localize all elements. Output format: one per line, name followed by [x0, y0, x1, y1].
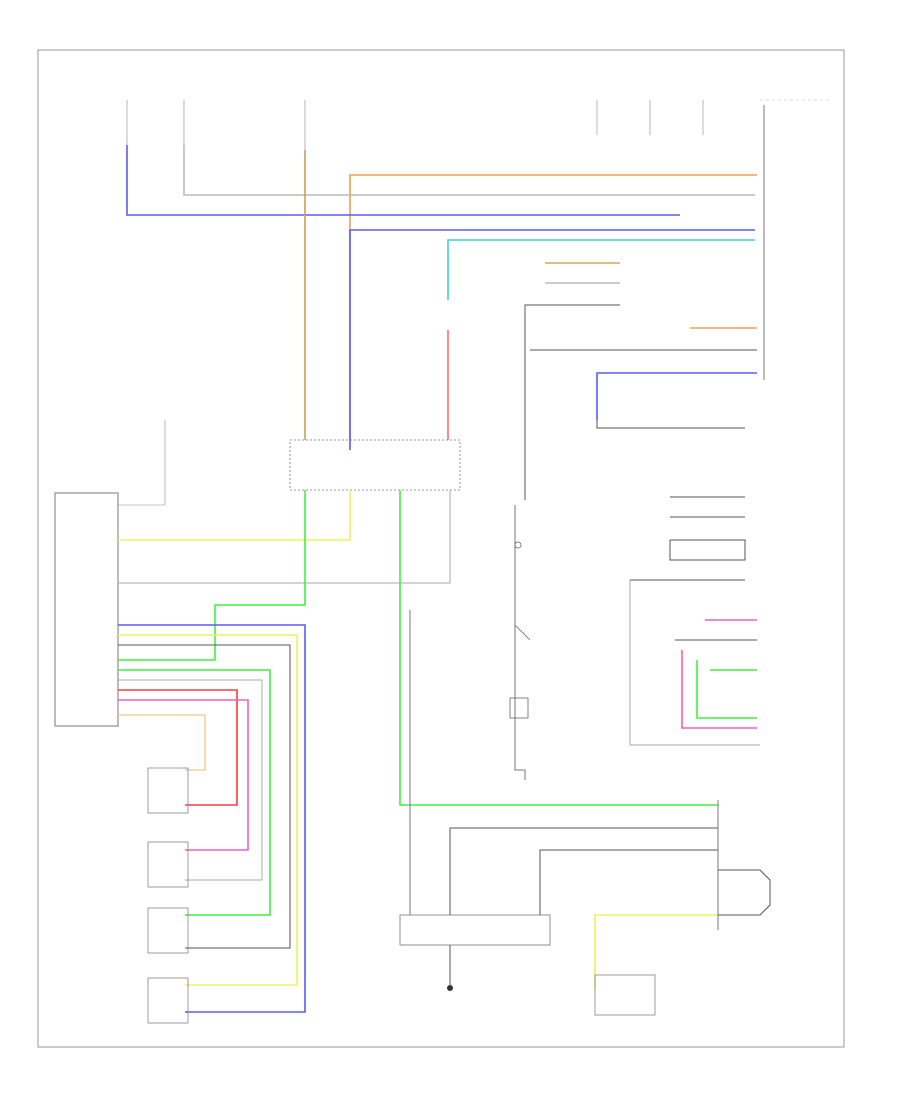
occupant-classification-sensors-left — [147, 767, 189, 1024]
occupant-classification-ecu — [54, 420, 166, 727]
front-seat-belt-switch — [514, 541, 531, 641]
occupant-classification-sensor-front-lh — [147, 841, 189, 888]
passenger-airbag-indicator — [675, 619, 757, 729]
occupant-classification-sensor-front-rh — [147, 767, 189, 814]
junction-connector-center — [289, 439, 461, 491]
junction-connector-bottom — [399, 914, 551, 946]
wire-group-bottom — [449, 800, 771, 990]
airbag-sensor-assembly-connector — [760, 99, 830, 380]
occupant-classification-sensor-lower-right — [594, 974, 656, 1016]
occupant-classification-sensor-rear-lh — [147, 977, 189, 1024]
ground-point — [447, 945, 453, 991]
wire-group-top — [126, 145, 757, 500]
wire-group-right-middle — [629, 496, 760, 746]
diagram-border — [37, 49, 845, 1048]
wire-group-middle — [409, 330, 526, 915]
wire-group-left — [118, 490, 718, 1013]
occupant-classification-sensor-rear-rh — [147, 907, 189, 954]
seat-position-sensor — [509, 697, 529, 719]
top-fuse-group — [126, 100, 704, 150]
